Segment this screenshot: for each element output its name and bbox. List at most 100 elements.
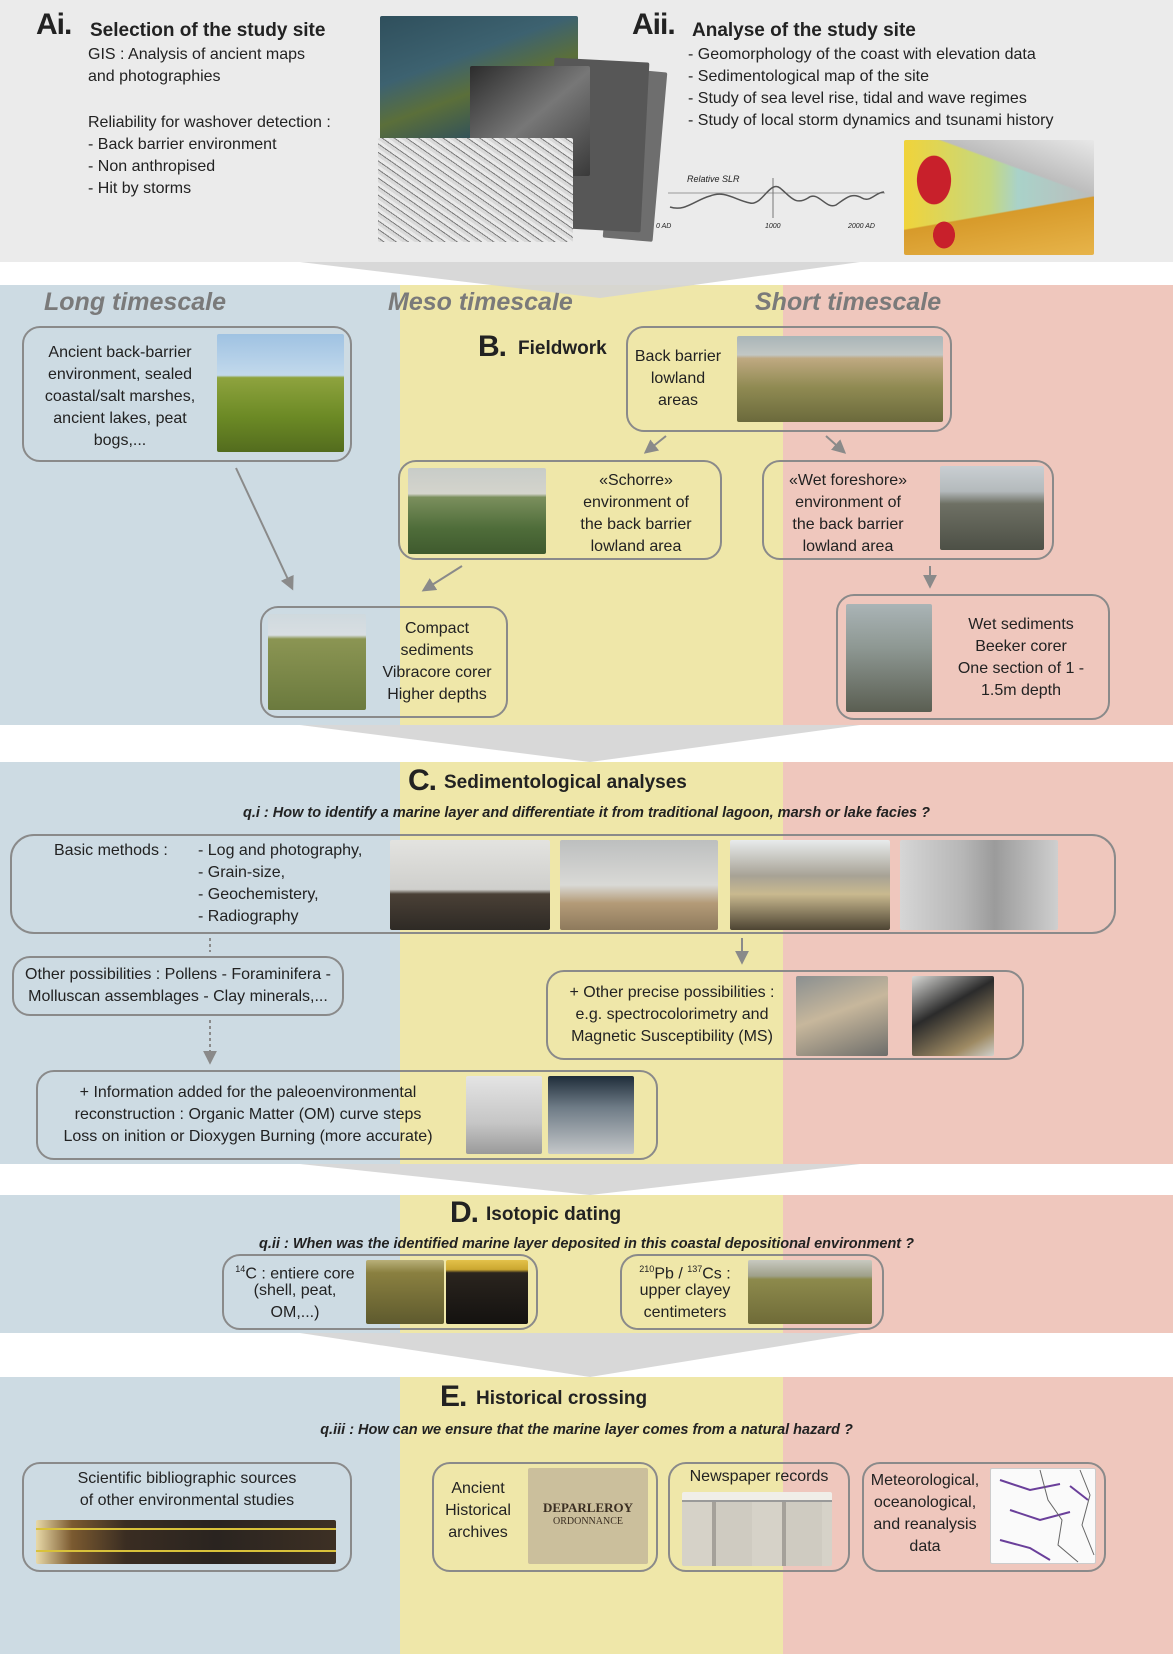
lab-photo [900,840,1058,930]
c14-superscript: 14 [235,1264,246,1274]
newspaper-box [668,1462,850,1572]
ancient-map-image [378,138,573,242]
info-line: + Information added for the paleoenviron… [79,1084,417,1101]
meteo-line: data [909,1538,941,1555]
compact-line: Compact [404,620,470,637]
precise-possibilities-box [546,970,1024,1060]
basic-item: - Grain-size, [198,864,286,881]
wet-foreshore-line: the back barrier [792,516,904,533]
pb-cs-line: centimeters [643,1304,727,1321]
d-letter: D. [450,1196,479,1229]
long-box-line: Ancient back-barrier [48,344,192,361]
basic-item: - Geochemistery, [198,886,319,903]
info-line: reconstruction : Organic Matter (OM) cur… [74,1106,422,1123]
wet-sediments-box [836,594,1110,720]
short-column [783,762,1173,1164]
wet-sed-line: One section of 1 - [957,660,1085,677]
long-timescale-box [22,326,352,462]
basic-item: - Radiography [198,908,299,925]
ai-item: - Hit by storms [88,180,192,197]
b-title: Fieldwork [518,338,607,359]
wet-foreshore-line: lowland area [802,538,894,555]
long-column [0,1195,400,1333]
scientific-sources-box [22,1462,352,1572]
pb-text: Pb / [654,1265,688,1283]
lab-photo [560,840,718,930]
compact-line: Vibracore corer [382,664,492,681]
ai-title: Selection of the study site [90,20,326,41]
basic-methods-label: Basic methods : [54,842,168,859]
archives-line: Historical [445,1502,511,1519]
meteo-line: Meteorological, [870,1472,980,1489]
compact-line: sediments [400,642,474,659]
sci-line: of other environmental studies [79,1492,295,1509]
back-barrier-line: areas [657,392,699,409]
d-title: Isotopic dating [486,1204,622,1225]
archive-doc-subtitle: ORDONNANCE [553,1516,623,1527]
sci-line: Scientific bibliographic sources [77,1470,297,1487]
aii-item: - Geomorphology of the coast with elevat… [688,46,1036,63]
back-barrier-box [626,326,952,432]
schorre-line: environment of [583,494,689,511]
core-strip-photo [36,1520,336,1564]
wet-foreshore-box [762,460,1054,560]
c14-line: (shell, peat, [253,1282,337,1299]
section-c [0,762,1173,1164]
ms-photo [912,976,994,1056]
d-question: q.ii : When was the identified marine la… [258,1236,915,1252]
long-box-line: environment, sealed [47,366,193,383]
other-line: Molluscan assemblages - Clay minerals,..… [28,988,328,1005]
pb-cs-box [620,1254,884,1330]
b-letter: B. [478,330,507,363]
c-title: Sedimentological analyses [444,772,687,793]
lab-photo [390,840,550,930]
vibracore-photo [268,614,366,710]
arrow [643,435,667,454]
ai-letter: Ai. [36,8,72,41]
arrow [235,467,294,591]
precise-line: Magnetic Susceptibility (MS) [571,1028,773,1045]
c-letter: C. [408,764,437,797]
wet-sed-line: Beeker corer [975,638,1067,655]
wet-sed-line: Wet sediments [968,616,1074,633]
long-box-line: ancient lakes, peat [53,410,187,427]
e-title: Historical crossing [476,1388,648,1409]
pb-superscript: 210 [639,1264,655,1274]
slr-label: Relative SLR [687,174,740,184]
aii-item: - Study of local storm dynamics and tsun… [688,112,1054,129]
e-question: q.iii : How can we ensure that the marin… [320,1422,853,1438]
compact-sediments-box [260,606,508,718]
long-box-line: coastal/salt marshes, [44,388,196,405]
schorre-photo [408,468,546,554]
slr-curve-graphic [668,178,885,218]
schorre-line: lowland area [590,538,682,555]
precise-line: + Other precise possibilities : [569,984,775,1001]
sedimentological-map-image [904,140,1094,255]
coastline [1039,1469,1095,1563]
ai-gis2: and photographies [88,68,221,85]
core-photo [748,1260,872,1324]
core-photo [446,1260,528,1324]
short-timescale-label: Short timescale [755,288,942,316]
back-barrier-photo [737,336,943,422]
slr-tick: 0 AD [656,223,672,230]
c14-line: OM,...) [270,1304,320,1321]
ai-item: - Back barrier environment [88,136,277,153]
basic-item: - Log and photography, [198,842,363,859]
info-added-box [36,1070,658,1160]
slr-tick: 2000 AD [848,223,875,230]
aii-item: - Sedimentological map of the site [688,68,930,85]
pb-cs-head: 210Pb / 137Cs : [626,1258,744,1285]
e-letter: E. [440,1380,467,1413]
om-lab-photo [548,1076,634,1154]
section-funnel [300,725,860,762]
meteo-box [862,1462,1106,1572]
slr-tick: 1000 [765,223,781,230]
wet-foreshore-line: environment of [795,494,901,511]
newspaper-image [682,1492,832,1566]
other-line: Other possibilities : Pollens - Foramini… [25,966,331,983]
schorre-line: «Schorre» [599,472,673,489]
schorre-line: the back barrier [580,516,692,533]
wet-sed-line: 1.5m depth [980,682,1062,699]
